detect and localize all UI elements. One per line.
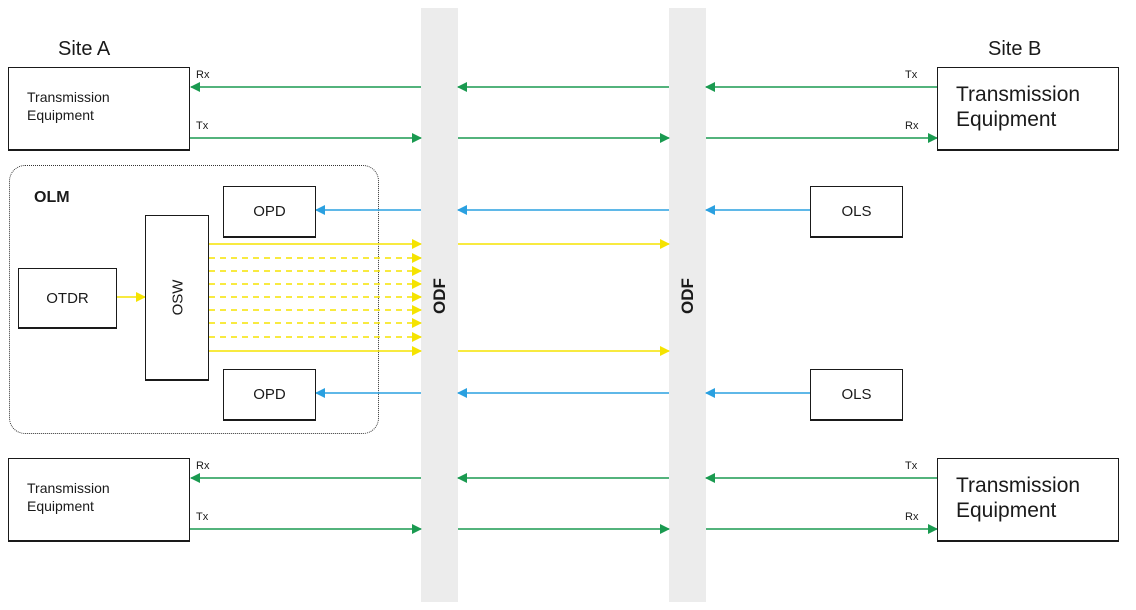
te-label-line2: Equipment xyxy=(956,499,1057,522)
te-label-line1: Transmission xyxy=(27,480,110,496)
olm-title: OLM xyxy=(34,189,70,206)
te-label-line2: Equipment xyxy=(27,107,94,123)
te-label-line2: Equipment xyxy=(956,108,1057,131)
te-label-line1: Transmission xyxy=(956,474,1081,497)
ols-box-top[interactable]: OLS xyxy=(810,186,903,238)
ols-box-bottom[interactable]: OLS xyxy=(810,369,903,421)
osw-box[interactable]: OSW xyxy=(145,215,209,381)
port-label-b-top-rx: Rx xyxy=(905,120,919,132)
odf-left xyxy=(421,8,458,602)
port-label-a-top-rx: Rx xyxy=(196,69,210,81)
site-a-label: Site A xyxy=(58,38,111,60)
port-label-b-bottom-tx: Tx xyxy=(905,460,918,472)
osw-label: OSW xyxy=(169,279,187,316)
port-label-b-top-tx: Tx xyxy=(905,69,918,81)
port-label-a-bottom-tx: Tx xyxy=(196,511,209,523)
olm-group xyxy=(9,165,379,434)
opd-box-top[interactable]: OPD xyxy=(223,186,316,238)
site-b-label: Site B xyxy=(988,38,1042,60)
te-label-line1: Transmission xyxy=(27,89,110,105)
ols-label: OLS xyxy=(841,386,872,403)
te-label-line1: Transmission xyxy=(956,83,1081,106)
port-label-a-top-tx: Tx xyxy=(196,120,209,132)
ols-label: OLS xyxy=(841,203,872,220)
opd-label: OPD xyxy=(253,203,286,220)
opd-label: OPD xyxy=(253,386,286,403)
odf-right xyxy=(669,8,706,602)
port-label-b-bottom-rx: Rx xyxy=(905,511,919,523)
otdr-box[interactable]: OTDR xyxy=(18,268,117,329)
te-label-line2: Equipment xyxy=(27,498,94,514)
opd-box-bottom[interactable]: OPD xyxy=(223,369,316,421)
port-label-a-bottom-rx: Rx xyxy=(196,460,210,472)
otdr-label: OTDR xyxy=(46,289,89,307)
